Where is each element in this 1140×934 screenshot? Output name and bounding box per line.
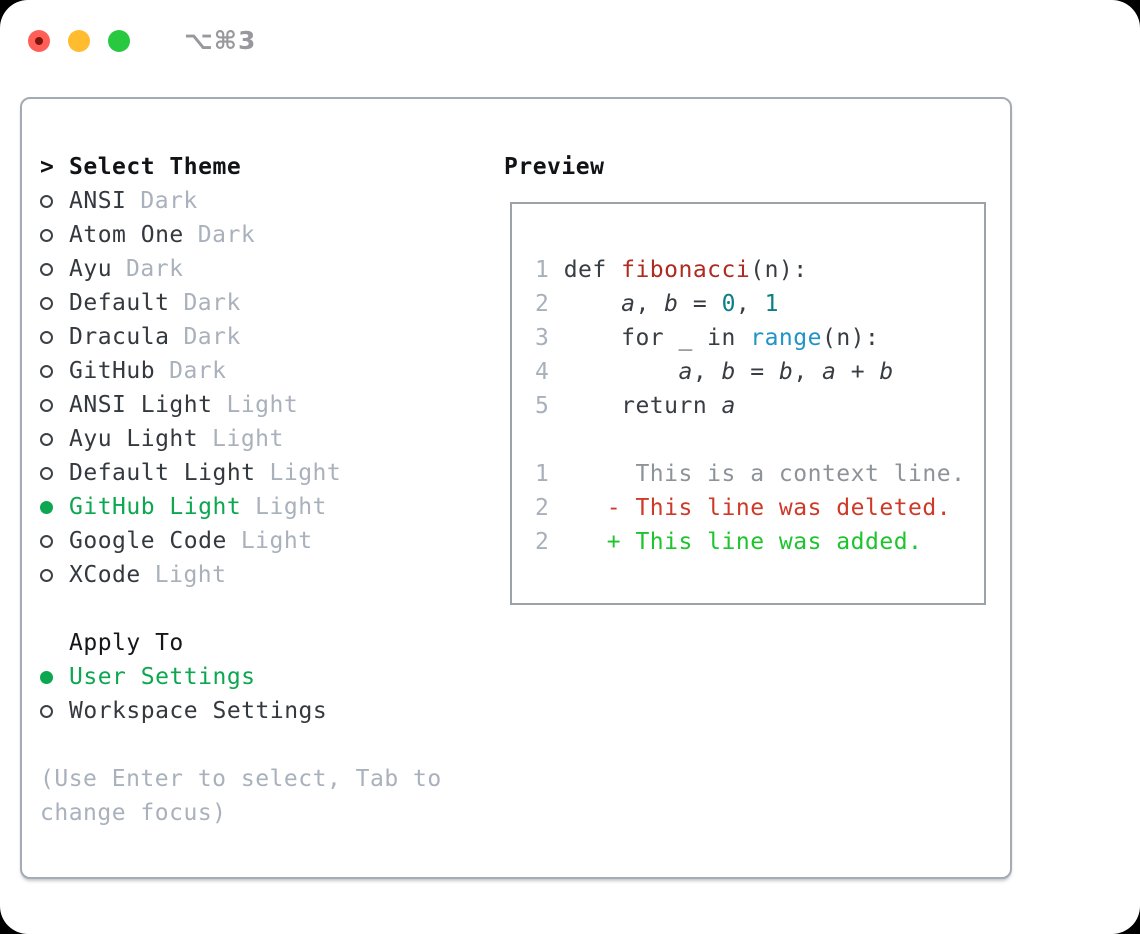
variant-tag: Light — [240, 528, 313, 554]
variant-tag: Light — [255, 494, 327, 520]
code-line: 2 a, b = 0, 1 — [535, 291, 779, 317]
close-dot-icon — [35, 36, 43, 45]
variant-tag: Light — [226, 392, 299, 418]
option-label: XCode — [69, 562, 141, 588]
radio-icon — [40, 704, 53, 718]
close-button[interactable] — [28, 29, 50, 52]
variant-tag: Dark — [169, 358, 227, 384]
radio-icon — [40, 330, 53, 344]
theme-option-xcode[interactable]: XCode Light — [40, 558, 442, 592]
option-label: Dracula — [69, 324, 170, 350]
variant-tag: Light — [269, 460, 342, 486]
option-label: Default Light — [69, 460, 256, 486]
code-line: 2 - This line was deleted. — [535, 495, 952, 521]
radio-icon — [40, 534, 53, 548]
code-line: 2 + This line was added. — [535, 529, 923, 555]
option-label: ANSI Light — [69, 392, 213, 418]
theme-option-github-light[interactable]: GitHub Light Light — [40, 490, 442, 524]
code-line: 4 a, b = b, a + b — [535, 359, 894, 385]
preview-title: Preview — [504, 154, 605, 180]
variant-tag: Dark — [140, 188, 198, 214]
code-line: 1 def fibonacci(n): — [535, 257, 808, 283]
theme-option-ansi-light[interactable]: ANSI Light Light — [40, 388, 442, 422]
theme-option-google-code[interactable]: Google Code Light — [40, 524, 442, 558]
variant-tag: Light — [154, 562, 227, 588]
help-line-2: change focus) — [40, 800, 227, 826]
code-line — [535, 423, 984, 457]
variant-tag: Dark — [183, 290, 241, 316]
preview-box: 1 def fibonacci(n): 2 a, b = 0, 1 3 for _ … — [510, 202, 986, 605]
code-line: 3 for _ in range(n): — [535, 325, 880, 351]
theme-option-atom-one[interactable]: Atom One Dark — [40, 218, 442, 252]
apply-to-header: Apply To — [40, 626, 442, 660]
theme-option-ayu[interactable]: Ayu Dark — [40, 252, 442, 286]
code-preview: 1 def fibonacci(n): 2 a, b = 0, 1 3 for _ … — [512, 204, 984, 559]
radio-icon — [40, 466, 53, 480]
code-line: 1 This is a context line. — [535, 461, 966, 487]
apply-option-workspace-settings[interactable]: Workspace Settings — [40, 694, 442, 728]
theme-option-default-light[interactable]: Default Light Light — [40, 456, 442, 490]
theme-option-default[interactable]: Default Dark — [40, 286, 442, 320]
radio-icon — [40, 228, 53, 242]
option-label: GitHub Light — [69, 494, 242, 520]
apply-to-title: Apply To — [69, 630, 184, 656]
radio-icon — [40, 262, 53, 276]
option-label: Default — [69, 290, 170, 316]
option-label: Ayu — [69, 256, 113, 282]
option-label: GitHub — [69, 358, 156, 384]
option-label: ANSI — [69, 188, 127, 214]
code-line: 5 return a — [535, 393, 736, 419]
theme-option-github[interactable]: GitHub Dark — [40, 354, 442, 388]
minimize-button[interactable] — [68, 29, 90, 52]
zoom-button[interactable] — [108, 29, 130, 52]
spacer — [40, 728, 442, 762]
apply-option-user-settings[interactable]: User Settings — [40, 660, 442, 694]
window-titlebar: ⌥⌘3 — [28, 26, 256, 55]
select-theme-title: Select Theme — [69, 154, 242, 180]
option-label: Google Code — [69, 528, 227, 554]
variant-tag: Dark — [126, 256, 184, 282]
select-theme-header: > Select Theme — [40, 150, 442, 184]
theme-option-dracula[interactable]: Dracula Dark — [40, 320, 442, 354]
radio-icon — [40, 568, 53, 582]
spacer — [40, 592, 442, 626]
variant-tag: Dark — [197, 222, 256, 248]
radio-icon — [40, 296, 53, 310]
theme-option-ansi[interactable]: ANSI Dark — [40, 184, 442, 218]
selection-caret-icon: > — [40, 154, 55, 180]
theme-option-ayu-light[interactable]: Ayu Light Light — [40, 422, 442, 456]
radio-icon — [40, 364, 53, 378]
variant-tag: Light — [212, 426, 284, 452]
help-text: (Use Enter to select, Tab to change focu… — [40, 762, 442, 830]
option-label: Workspace Settings — [69, 698, 328, 724]
help-line-1: (Use Enter to select, Tab to — [40, 766, 442, 792]
option-label: Ayu Light — [69, 426, 199, 452]
radio-selected-icon — [40, 670, 53, 684]
radio-icon — [40, 398, 53, 412]
option-label: Atom One — [69, 222, 184, 248]
radio-selected-icon — [40, 500, 53, 514]
radio-icon — [40, 432, 53, 446]
window-shortcut-label: ⌥⌘3 — [184, 26, 257, 55]
variant-tag: Dark — [183, 324, 241, 350]
option-label: User Settings — [69, 664, 256, 690]
radio-icon — [40, 194, 53, 208]
